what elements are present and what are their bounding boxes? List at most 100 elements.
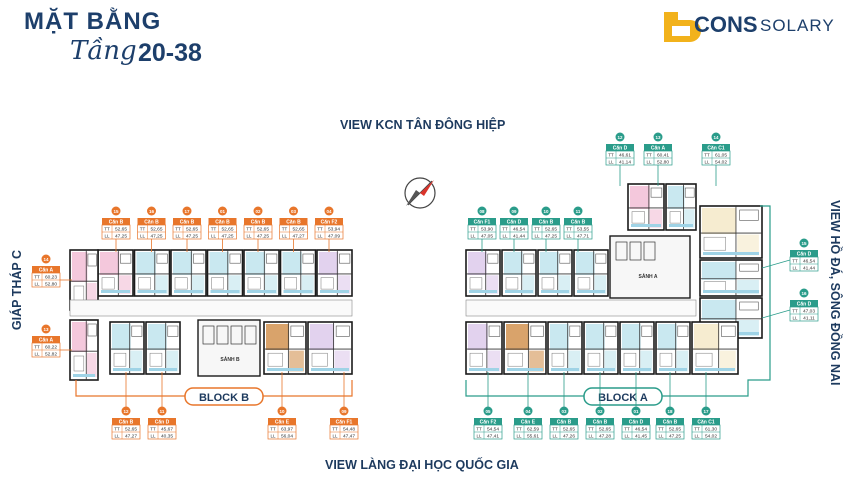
unit-ll-value: 47,25 [545,234,557,240]
unit-ll-label: LL [317,234,323,239]
unit-ll-label: LL [282,234,288,239]
unit-living-fill [86,353,97,377]
unit-tt-label: TT [704,153,710,158]
unit-bath [120,253,132,264]
unit-tt-label: TT [34,275,40,280]
unit-tt-label: TT [270,427,276,432]
unit-ll-label: LL [470,234,476,239]
unit-bedroom-fill [658,324,677,350]
unit-type-band [208,218,237,225]
unit-tt-value: 60,22 [45,345,57,351]
unit-type-band [173,218,201,225]
unit-tt-value: 60,41 [657,153,669,159]
unit-bed [311,352,328,367]
unit-type-band [622,418,650,425]
unit-number: 13 [655,135,661,140]
unit-bed [211,277,224,290]
unit-bedroom-fill [506,324,530,350]
unit-type-band [514,418,542,425]
block-b-side-unit [69,319,99,381]
unit-bath [721,325,736,337]
elevator [615,241,628,261]
unit-balcony [137,290,167,293]
unit-bath [335,325,350,337]
unit-balcony [587,368,615,371]
unit-ll-label: LL [211,234,217,239]
unit-balcony [267,368,303,371]
unit-type: Căn F1 [474,220,491,226]
block-a-upper-unit [665,183,697,231]
unit-number: 17 [703,409,709,414]
unit-number: 10 [279,409,285,414]
block-a-bracket [465,205,771,397]
block-b-top-unit [97,249,134,297]
unit-number: 15 [113,209,119,214]
unit-bath [595,253,607,264]
unit-balcony [149,368,177,371]
unit-number: 17 [184,209,190,214]
unit-number-badge [339,406,349,416]
unit-number: 12 [123,409,129,414]
block-a-right-unit [699,259,763,297]
unit-number-badge [121,406,131,416]
unit-tt-value: 53,90 [481,227,493,233]
unit-type: Căn A [39,268,54,274]
unit-tt-value: 47,03 [803,309,815,315]
unit-number: 03 [291,209,297,214]
unit-ll-value: 52,80 [45,282,57,288]
unit-tt-label: TT [552,427,558,432]
unit-bed [247,277,261,290]
unit-ll-label: LL [516,434,522,439]
block-b-label: BLOCK B [199,392,249,404]
unit-bedroom-fill [246,252,266,275]
unit-tt-value: 52,65 [186,227,198,233]
unit-tt-value: 46,54 [513,227,525,233]
unit-bath [266,253,278,264]
unit-balcony [507,368,543,371]
unit-bed [577,277,591,290]
unit-living-fill [155,275,168,294]
unit-living-fill [719,350,736,372]
unit-type: Căn D [155,420,170,426]
unit-tt-value: 45,67 [161,427,173,433]
unit-tt-value: 52,65 [150,227,162,233]
elevator [202,325,215,345]
unit-number: 14 [43,257,49,262]
unit-bed [138,277,151,290]
unit-number-badge [595,406,605,416]
unit-living-fill [301,275,314,294]
unit-bath [167,325,179,337]
unit-number-badge [665,406,675,416]
unit-balcony [113,368,141,371]
compass-axis [407,180,433,206]
unit-ll-value: 47,09 [328,234,340,240]
unit-type: Căn F2 [480,420,497,426]
unit-bedroom-fill [540,252,559,275]
unit-ll-value: 47,05 [481,234,493,240]
unit-type-band [112,418,140,425]
unit-type: Căn B [109,220,124,226]
unit-tt-label: TT [140,227,146,232]
block-a-bottom-unit [655,321,691,375]
unit-tt-label: TT [624,427,630,432]
unit-ll-label: LL [588,434,594,439]
view-label-top: VIEW KCN TÂN ĐÔNG HIỆP [340,118,506,132]
unit-number-badge [253,206,263,216]
block-b-top-unit [243,249,280,297]
unit-living-fill [558,275,571,294]
unit-balcony [320,290,349,293]
compass-needle-south [406,190,420,206]
unit-tt-label: TT [246,227,252,232]
unit-bedroom-fill [282,252,302,275]
unit-bedroom-fill [702,208,737,234]
unit-number: 18 [667,409,673,414]
unit-bath [87,253,97,267]
compass-needle-north [420,180,434,196]
